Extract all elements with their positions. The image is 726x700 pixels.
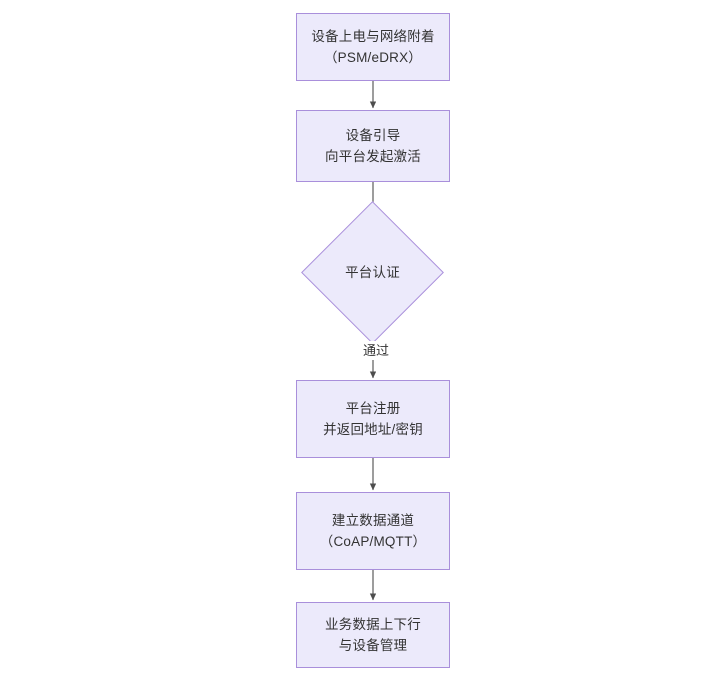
- flow-node-platform-auth-decision[interactable]: 平台认证: [301, 201, 444, 344]
- node-text-line: （CoAP/MQTT）: [319, 534, 427, 549]
- node-text-line: 设备上电与网络附着: [311, 29, 435, 44]
- node-text-line: 与设备管理: [338, 638, 408, 653]
- node-text-line: 平台注册: [345, 401, 401, 416]
- node-text-line: 并返回地址/密钥: [323, 422, 423, 437]
- node-text-line: （PSM/eDRX）: [323, 50, 423, 65]
- node-text-line: 业务数据上下行: [325, 617, 421, 632]
- node-text-line: 向平台发起激活: [325, 149, 421, 164]
- node-text-line: 设备引导: [345, 128, 401, 143]
- node-text-line: 建立数据通道: [331, 513, 415, 528]
- flow-node-establish-data-channel[interactable]: 建立数据通道 （CoAP/MQTT）: [296, 492, 450, 570]
- flow-node-business-data-and-device-mgmt[interactable]: 业务数据上下行 与设备管理: [296, 602, 450, 668]
- flow-node-device-power-on[interactable]: 设备上电与网络附着 （PSM/eDRX）: [296, 13, 450, 81]
- flow-node-device-bootstrap[interactable]: 设备引导 向平台发起激活: [296, 110, 450, 182]
- edge-label-pass: 通过: [352, 341, 400, 360]
- flow-node-platform-register[interactable]: 平台注册 并返回地址/密钥: [296, 380, 450, 458]
- node-text-line: 平台认证: [345, 265, 400, 280]
